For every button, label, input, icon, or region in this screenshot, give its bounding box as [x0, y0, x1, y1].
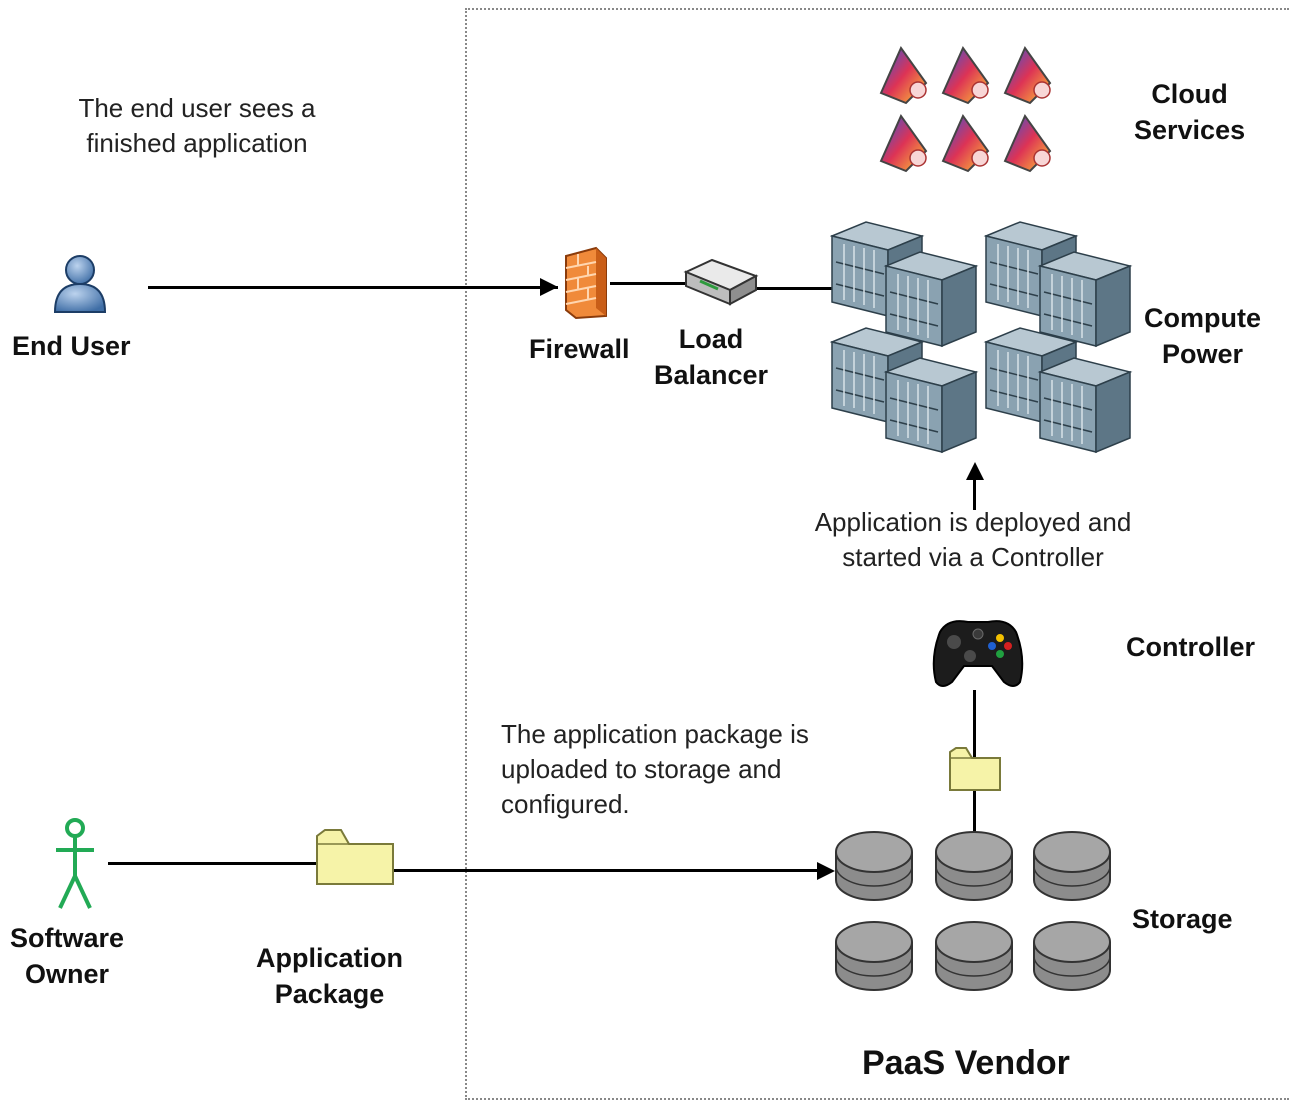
software-owner-label: Software Owner: [10, 920, 124, 992]
cloud-services-label: Cloud Services: [1134, 76, 1245, 148]
software-owner-icon: [56, 818, 94, 909]
deploy-note-line-1: Application is deployed and: [814, 507, 1132, 537]
upload-note-line-1: The application package is: [501, 719, 809, 749]
controller-compute-connector: [973, 478, 976, 510]
server-rack: [1039, 251, 1131, 347]
paas-vendor-boundary: [465, 8, 1289, 1100]
storage-label: Storage: [1132, 904, 1233, 934]
storage-disk: [935, 831, 1013, 901]
deployed-package-folder-icon: [949, 747, 1001, 791]
software-owner-label-line-2: Owner: [25, 959, 110, 989]
load-balancer-label-line-2: Balancer: [654, 360, 769, 390]
package-storage-connector: [392, 869, 820, 872]
controller-label: Controller: [1126, 632, 1256, 662]
end-user-icon: [53, 255, 107, 313]
upload-note-line-2: uploaded to storage and: [501, 754, 782, 784]
compute-power-label: Compute Power: [1144, 300, 1261, 372]
storage-disk: [835, 831, 913, 901]
deploy-note: Application is deployed and started via …: [785, 505, 1161, 575]
cloud-service-icon: [879, 113, 928, 173]
server-rack: [885, 357, 977, 453]
storage-disk: [835, 921, 913, 991]
paas-vendor-title: PaaS Vendor: [862, 1044, 1070, 1082]
load-balancer-label-line-1: Load: [678, 324, 744, 354]
cloud-services-label-line-2: Services: [1134, 115, 1246, 145]
application-package-label-line-2: Package: [274, 979, 385, 1009]
server-rack: [885, 251, 977, 347]
cloud-service-icon: [879, 45, 928, 105]
compute-power-label-line-1: Compute: [1144, 303, 1261, 333]
controller-icon: [932, 620, 1024, 687]
cloud-service-icon: [1003, 113, 1052, 173]
firewall-icon: [565, 246, 607, 320]
end-user-note-line-2: finished application: [86, 128, 308, 158]
cloud-service-icon: [941, 45, 990, 105]
deploy-note-line-2: started via a Controller: [842, 542, 1104, 572]
application-package-label: Application Package: [256, 940, 403, 1012]
cloud-service-icon: [1003, 45, 1052, 105]
owner-package-connector: [108, 862, 320, 865]
server-rack: [1039, 357, 1131, 453]
application-package-folder-icon: [316, 829, 394, 885]
compute-power-icon: [831, 221, 1131, 453]
end-user-note: The end user sees a finished application: [62, 91, 332, 161]
cloud-services-label-line-1: Cloud: [1151, 79, 1228, 109]
upload-note-line-3: configured.: [501, 789, 630, 819]
firewall-label: Firewall: [529, 334, 630, 364]
storage-icon: [835, 831, 1111, 991]
firewall-lb-connector: [610, 282, 686, 285]
end-user-note-line-1: The end user sees a: [78, 93, 316, 123]
end-user-label: End User: [12, 331, 131, 361]
cloud-service-icon: [941, 113, 990, 173]
application-package-label-line-1: Application: [256, 943, 403, 973]
load-balancer-label: Load Balancer: [654, 321, 768, 393]
cloud-services-icons: [879, 45, 1052, 173]
storage-disk: [935, 921, 1013, 991]
storage-disk: [1033, 921, 1111, 991]
upload-note: The application package is uploaded to s…: [501, 717, 809, 822]
end-user-connector: [148, 286, 558, 289]
load-balancer-icon: [683, 258, 759, 306]
software-owner-label-line-1: Software: [10, 923, 125, 953]
lb-compute-connector: [752, 287, 834, 290]
compute-power-label-line-2: Power: [1161, 339, 1244, 369]
storage-disk: [1033, 831, 1111, 901]
